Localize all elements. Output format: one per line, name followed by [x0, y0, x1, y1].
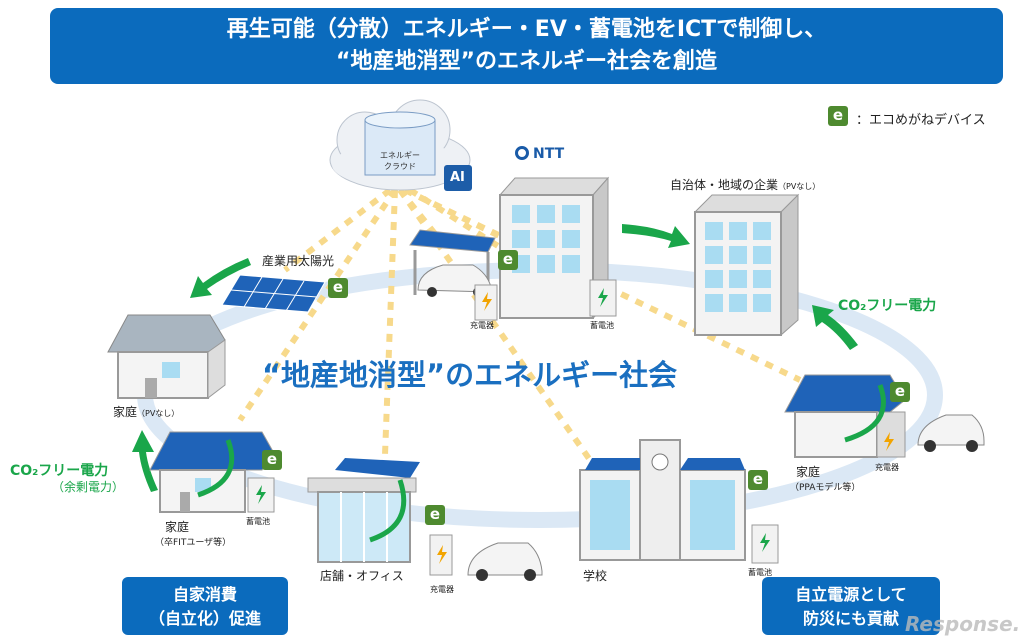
- home-no-pv-name: 家庭: [113, 405, 138, 419]
- industrial-solar-label: 産業用太陽光: [262, 254, 335, 268]
- school-label: 学校: [583, 569, 608, 583]
- house-no-pv: [107, 314, 226, 400]
- municipal-note: （PVなし）: [778, 182, 821, 191]
- legend-text: ：エコめがねデバイス: [856, 113, 986, 128]
- ev-car-store: [467, 542, 543, 581]
- ai-chip-icon: AI: [450, 170, 465, 185]
- store-charger-label: 充電器: [430, 585, 454, 594]
- eco-megane-badge: e: [890, 382, 910, 402]
- co2-free-power-left: CO₂フリー電力: [10, 463, 109, 479]
- industrial-solar-panels: [221, 274, 326, 313]
- page-title: 再生可能（分散）エネルギー・EV・蓄電池をICTで制御し、 “地産地消型”のエネル…: [50, 8, 1003, 84]
- home-ppa-label: 家庭: [796, 465, 821, 479]
- cloud-label-2: クラウド: [384, 162, 416, 171]
- co2-free-power-right: CO₂フリー電力: [838, 298, 937, 314]
- left-box-line-1: 自家消費: [172, 585, 237, 604]
- ev-car-ppa: [917, 414, 985, 452]
- school-building: [579, 439, 779, 564]
- eco-megane-badge-legend: e: [828, 106, 848, 126]
- municipal-name: 自治体・地域の企業: [670, 178, 779, 192]
- home-no-pv-note: （PVなし）: [137, 409, 180, 418]
- title-line-2: “地産地消型”のエネルギー社会を創造: [336, 49, 717, 74]
- store-building: [307, 458, 453, 576]
- left-box-line-2: （自立化）促進: [148, 609, 261, 628]
- cloud-icon: [329, 99, 472, 191]
- right-box-line-1: 自立電源として: [795, 585, 907, 604]
- municipal-label: 自治体・地域の企業（PVなし）: [670, 176, 820, 193]
- house-ppa: [784, 374, 906, 458]
- store-label: 店舗・オフィス: [320, 569, 404, 583]
- eco-megane-badge: e: [425, 505, 445, 525]
- home-no-pv-label: 家庭（PVなし）: [113, 403, 179, 420]
- surplus-power-note: （余剰電力）: [52, 480, 125, 494]
- home-fit-label: 家庭: [165, 520, 190, 534]
- cloud-label-1: エネルギー: [380, 151, 420, 160]
- ntt-logo-text: NTT: [533, 146, 565, 162]
- eco-megane-badge: e: [328, 278, 348, 298]
- watermark: Response.: [905, 612, 1021, 636]
- eco-megane-badge: e: [748, 470, 768, 490]
- battery-icon: [589, 279, 617, 317]
- municipal-building: [693, 193, 800, 337]
- home-fit-battery-label: 蓄電池: [246, 517, 270, 526]
- cloud-label: エネルギークラウド: [376, 150, 424, 172]
- flow-arrows: [132, 224, 858, 492]
- center-title: “地産地消型”のエネルギー社会: [262, 358, 678, 392]
- right-box-line-2: 防災にも貢献: [802, 609, 899, 628]
- charger-icon: [474, 284, 498, 321]
- house-fit: [149, 431, 276, 513]
- battery-label: 蓄電池: [590, 321, 614, 330]
- title-line-1: 再生可能（分散）エネルギー・EV・蓄電池をICTで制御し、: [226, 17, 827, 42]
- ntt-logo: NTT: [515, 146, 564, 162]
- ppa-charger-label: 充電器: [875, 463, 899, 472]
- ntt-logo-icon: [515, 146, 529, 160]
- home-fit-note: （卒FITユーザ等）: [155, 538, 232, 548]
- ntt-building: [498, 176, 610, 320]
- charger-label: 充電器: [470, 321, 494, 330]
- eco-megane-badge: e: [498, 250, 518, 270]
- home-ppa-note: （PPAモデル等）: [790, 483, 861, 493]
- disaster-resilience-box: 自立電源として防災にも貢献: [762, 577, 940, 635]
- school-battery-label: 蓄電池: [748, 568, 772, 577]
- eco-megane-badge: e: [262, 450, 282, 470]
- self-consumption-box: 自家消費 （自立化）促進: [122, 577, 288, 635]
